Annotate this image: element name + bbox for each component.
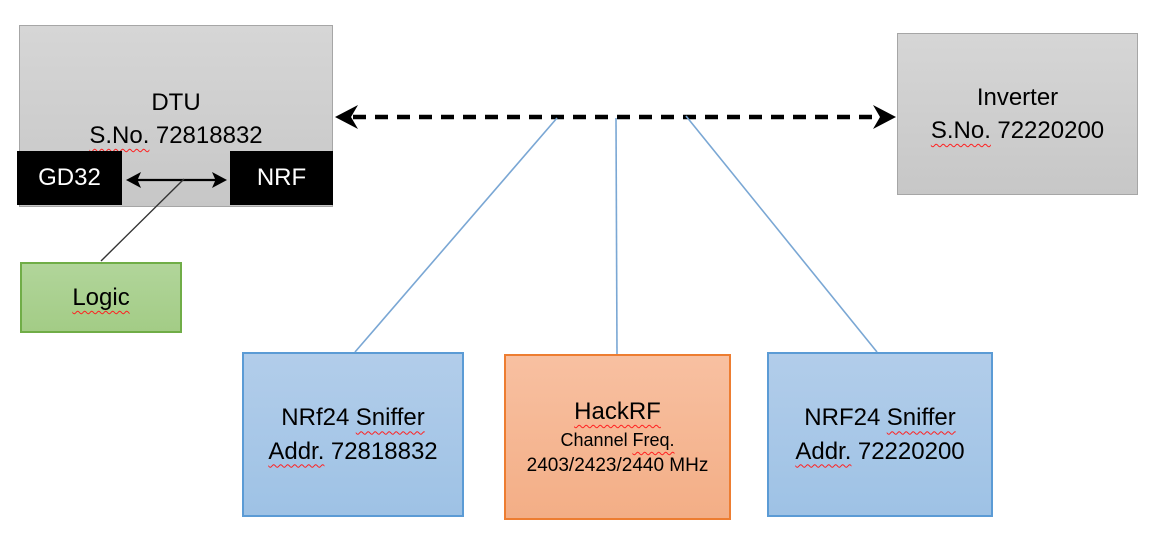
dtu-serial-number: 72818832	[155, 122, 263, 150]
hackrf-freq-label-prefix: Channel	[560, 430, 628, 451]
logic-node: Logic	[20, 262, 182, 333]
dtu-title: DTU	[151, 89, 201, 116]
hackrf-frequencies: 2403/2423/2440 MHz	[526, 454, 709, 476]
hackrf-freq-label-suffix: Freq.	[632, 430, 675, 451]
sniffer-right-connector	[685, 115, 878, 353]
sniffer-left-addr: Addr.72818832	[268, 435, 437, 468]
sniffer-left-connector	[354, 117, 558, 353]
sniffer-right-addr: Addr.72220200	[795, 435, 964, 468]
hackrf-title: HackRF	[574, 397, 661, 425]
inverter-serial: S.No.72220200	[931, 114, 1104, 147]
inverter-title: Inverter	[976, 83, 1059, 111]
sniffer-right-name-suffix: Sniffer	[886, 404, 956, 432]
sniffer-left-name-prefix: NRf24	[281, 404, 350, 432]
sniffer-right-addr-label: Addr.	[795, 437, 852, 465]
inverter-serial-number: 72220200	[997, 117, 1105, 144]
inverter-node: Inverter S.No.72220200	[897, 33, 1138, 195]
inverter-serial-label: S.No.	[930, 117, 991, 144]
gd32-node: GD32	[17, 151, 122, 205]
sniffer-right-name-prefix: NRF24	[804, 404, 881, 432]
hackrf-connector	[615, 117, 618, 355]
dtu-serial: S.No.72818832	[89, 119, 262, 152]
dtu-serial-label: S.No.	[89, 122, 150, 150]
nrf-label: NRF	[256, 164, 307, 192]
nrf-node: NRF	[230, 151, 333, 205]
gd32-label: GD32	[38, 164, 101, 192]
sniffer-left-addr-value: 72818832	[330, 437, 438, 465]
logic-label: Logic	[72, 283, 130, 311]
sniffer-left-name-suffix: Sniffer	[355, 404, 425, 432]
sniffer-left-addr-label: Addr.	[268, 437, 325, 465]
sniffer-right-addr-value: 72220200	[857, 437, 965, 465]
dtu-inverter-dashed-arrow	[335, 105, 896, 129]
